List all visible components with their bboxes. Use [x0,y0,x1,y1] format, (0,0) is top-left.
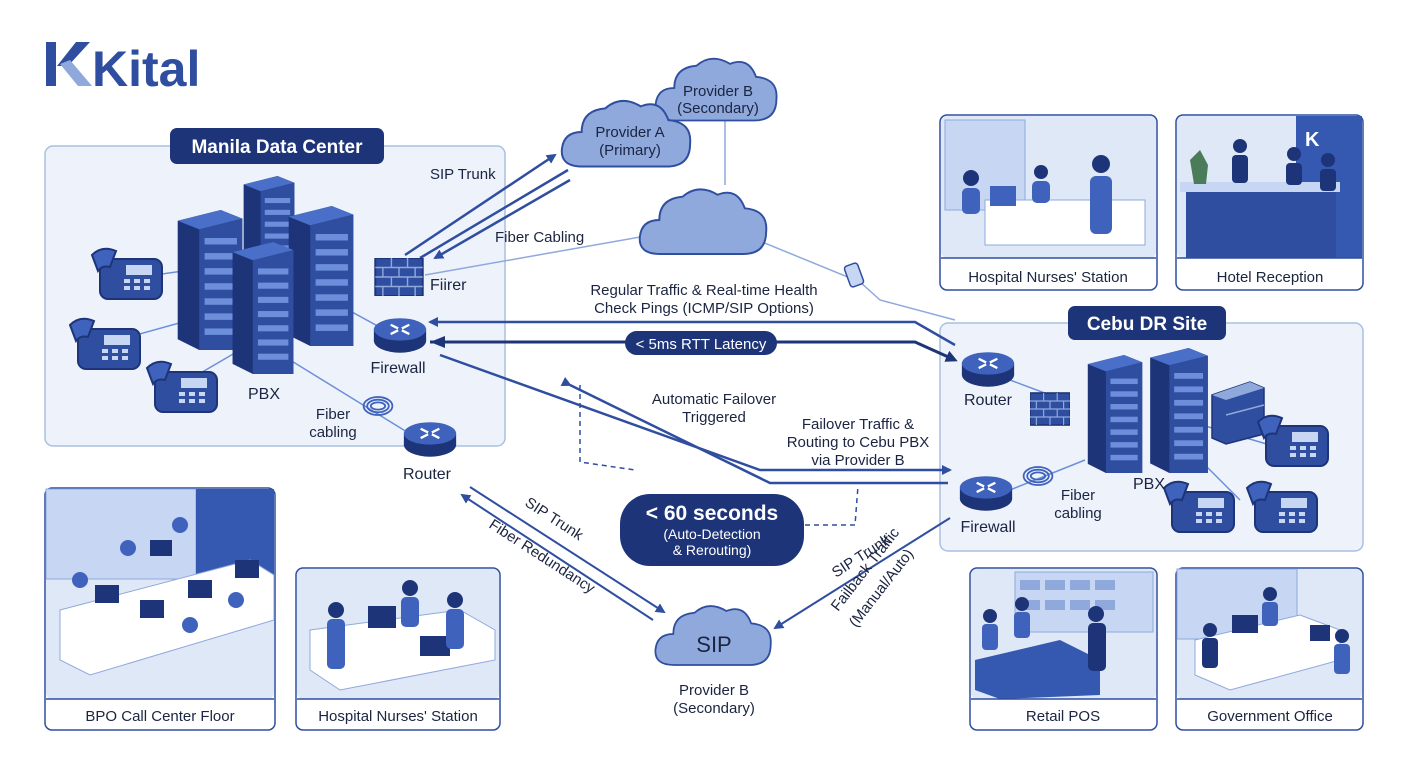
sip-trunk-bottom-left-label: SIP Trunk [522,494,587,544]
cebu-firewall-label: Firewall [960,519,1015,536]
manila-server-4-icon [232,242,294,374]
scene-bpo-caption: BPO Call Center Floor [85,708,234,725]
manila-server-2-icon [288,206,354,346]
scene-card-retail: Retail POS [969,567,1158,731]
kital-logo: Kital [46,41,200,97]
provider-a-label-1: Provider A [595,124,664,141]
manila-site-badge: Manila Data Center [170,128,384,164]
scene-card-hospital-top: Hospital Nurses' Station [939,114,1158,291]
failover-time-headline: < 60 seconds [646,502,779,525]
bottom-trunk-lines [460,486,951,630]
provider-b-top-label-1: Provider B [683,83,753,100]
scene-hospital-bottom-caption: Hospital Nurses' Station [318,708,478,725]
connector-icon [843,262,865,288]
manila-firewall-router-icon [372,317,428,354]
cebu-appliance-icon [1211,381,1265,445]
sip-cloud-label: SIP [696,632,731,657]
failover-time-badge: < 60 seconds (Auto-Detection & Rerouting… [620,494,804,566]
provider-a-label-2: (Primary) [599,142,661,159]
scene-government-caption: Government Office [1207,708,1333,725]
cebu-router-icon [960,351,1016,388]
scene-card-bpo: BPO Call Center Floor [44,487,276,731]
fiber-cloud-icon [638,188,768,255]
manila-fiber-label-2: cabling [309,424,357,441]
manila-firewall-brick-icon [374,258,424,296]
failover-time-detail-1: (Auto-Detection [663,526,760,542]
cebu-server-2-icon [1150,348,1208,473]
cebu-firewall-router-icon [958,475,1014,512]
failover-lines [439,353,952,526]
health-check-lines [428,317,958,362]
svg-text:K: K [1305,129,1320,151]
logo-text: Kital [92,41,200,97]
provider-b-top-label-2: (Secondary) [677,100,759,117]
sip-provider-caption-2: (Secondary) [673,700,755,717]
auto-failover-label-2: Triggered [682,409,746,426]
cebu-server-1-icon [1087,355,1143,473]
fiber-cabling-top-label: Fiber Cabling [495,229,584,246]
sip-provider-caption-1: Provider B [679,682,749,699]
cebu-pbx-label: PBX [1133,476,1165,493]
health-check-label-2: Check Pings (ICMP/SIP Options) [594,300,814,317]
manila-firewall-label: Firewall [370,360,425,377]
scene-card-hotel: K Hotel Reception [1175,114,1364,291]
failover-traffic-label-2: Routing to Cebu PBX [787,434,930,451]
failover-time-detail-2: & Rerouting) [673,542,752,558]
cebu-fiber-label-2: cabling [1054,505,1102,522]
failover-traffic-label-1: Failover Traffic & [802,416,914,433]
manila-firewall-text-label: Fiirer [430,277,467,294]
manila-site-title: Manila Data Center [191,137,363,158]
auto-failover-label-1: Automatic Failover [652,391,776,408]
latency-label: < 5ms RTT Latency [636,336,767,353]
scene-card-hospital-bottom: Hospital Nurses' Station [295,567,501,731]
scene-hospital-top-caption: Hospital Nurses' Station [968,269,1128,286]
cebu-firewall-brick-icon [1030,391,1070,427]
health-check-label-1: Regular Traffic & Real-time Health [590,282,817,299]
scene-card-government: Government Office [1175,567,1364,731]
cebu-fiber-label-1: Fiber [1061,487,1095,504]
manila-router-icon [402,421,458,458]
sip-trunk-top-label: SIP Trunk [430,166,496,183]
failover-traffic-label-3: via Provider B [811,452,904,469]
manila-router-label: Router [403,466,452,483]
scene-retail-caption: Retail POS [1026,708,1100,725]
manila-fiber-label-1: Fiber [316,406,350,423]
cebu-site-title: Cebu DR Site [1087,314,1207,335]
manila-pbx-label: PBX [248,386,280,403]
cebu-site-badge: Cebu DR Site [1068,306,1226,340]
sip-trunk-top-lines [404,153,571,260]
cebu-router-label: Router [964,392,1013,409]
latency-badge: < 5ms RTT Latency [625,331,777,355]
scene-hotel-caption: Hotel Reception [1217,269,1324,286]
